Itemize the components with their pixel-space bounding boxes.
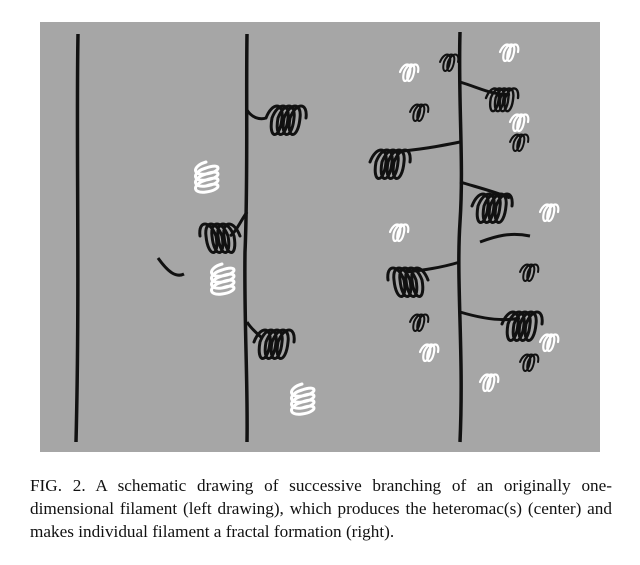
left-filament-drawing: [74, 33, 80, 443]
figure-drawing: [74, 31, 560, 443]
figure-caption: FIG. 2. A schematic drawing of successiv…: [30, 476, 612, 541]
right-fractal-drawing: [368, 31, 560, 443]
figure-image: [40, 22, 600, 452]
filament-line: [74, 33, 80, 443]
center-heteromac-drawing: [156, 33, 316, 443]
